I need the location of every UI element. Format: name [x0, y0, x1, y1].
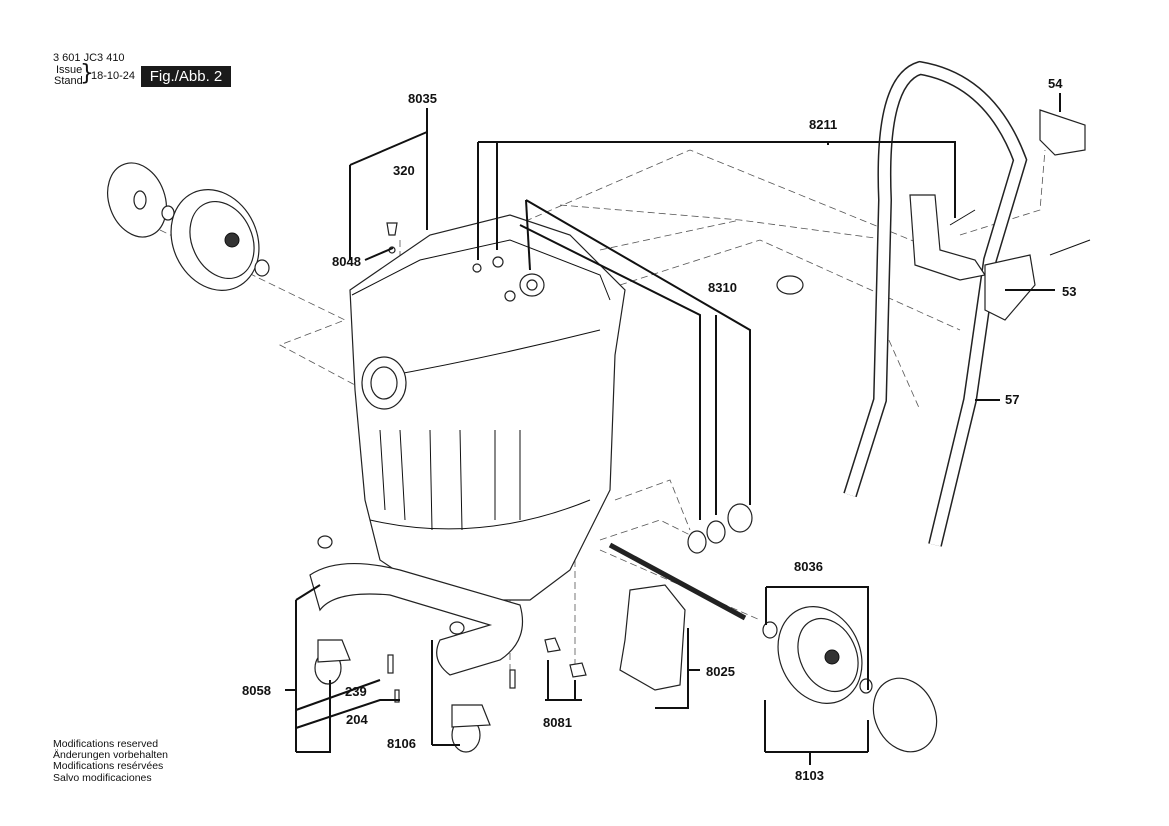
label-8103: 8103 [795, 768, 824, 783]
handle [843, 60, 1091, 547]
label-8211: 8211 [809, 117, 837, 132]
notice-line-de: Änderungen vorbehalten [53, 749, 169, 762]
figure-label: Fig./Abb. 2 [141, 66, 231, 87]
base-frame [309, 535, 524, 753]
notice-line-en: Modifications reserved [53, 738, 159, 750]
right-wheel-assembly [608, 542, 938, 753]
tank-body [349, 214, 626, 601]
label-8035: 8035 [408, 91, 437, 106]
label-54: 54 [1048, 76, 1063, 91]
issue-date: 18-10-24 [91, 70, 136, 82]
label-8058: 8058 [242, 683, 271, 698]
label-53: 53 [1062, 284, 1076, 299]
brace-symbol: } [80, 61, 94, 86]
label-8310: 8310 [708, 280, 737, 295]
issue-label: Issue [56, 64, 83, 76]
label-239: 239 [345, 684, 367, 699]
label-8081: 8081 [543, 715, 572, 730]
hose [687, 275, 804, 554]
modifications-notice: Modifications reserved Änderungen vorbeh… [53, 738, 169, 784]
leader-lines [285, 93, 1061, 765]
notice-line-fr: Modifications resérvées [53, 760, 164, 773]
label-8048: 8048 [332, 254, 361, 269]
stand-label: Stand [54, 75, 83, 87]
label-8036: 8036 [794, 559, 823, 574]
label-8106: 8106 [387, 736, 416, 751]
notice-line-es: Salvo modificaciones [53, 771, 152, 784]
document-number: 3 601 JC3 410 [53, 52, 125, 64]
bracket [544, 584, 686, 691]
label-320: 320 [393, 163, 415, 178]
label-57: 57 [1005, 392, 1019, 407]
label-8025: 8025 [706, 664, 735, 679]
label-204: 204 [346, 712, 368, 727]
left-wheel-assembly [107, 162, 270, 291]
